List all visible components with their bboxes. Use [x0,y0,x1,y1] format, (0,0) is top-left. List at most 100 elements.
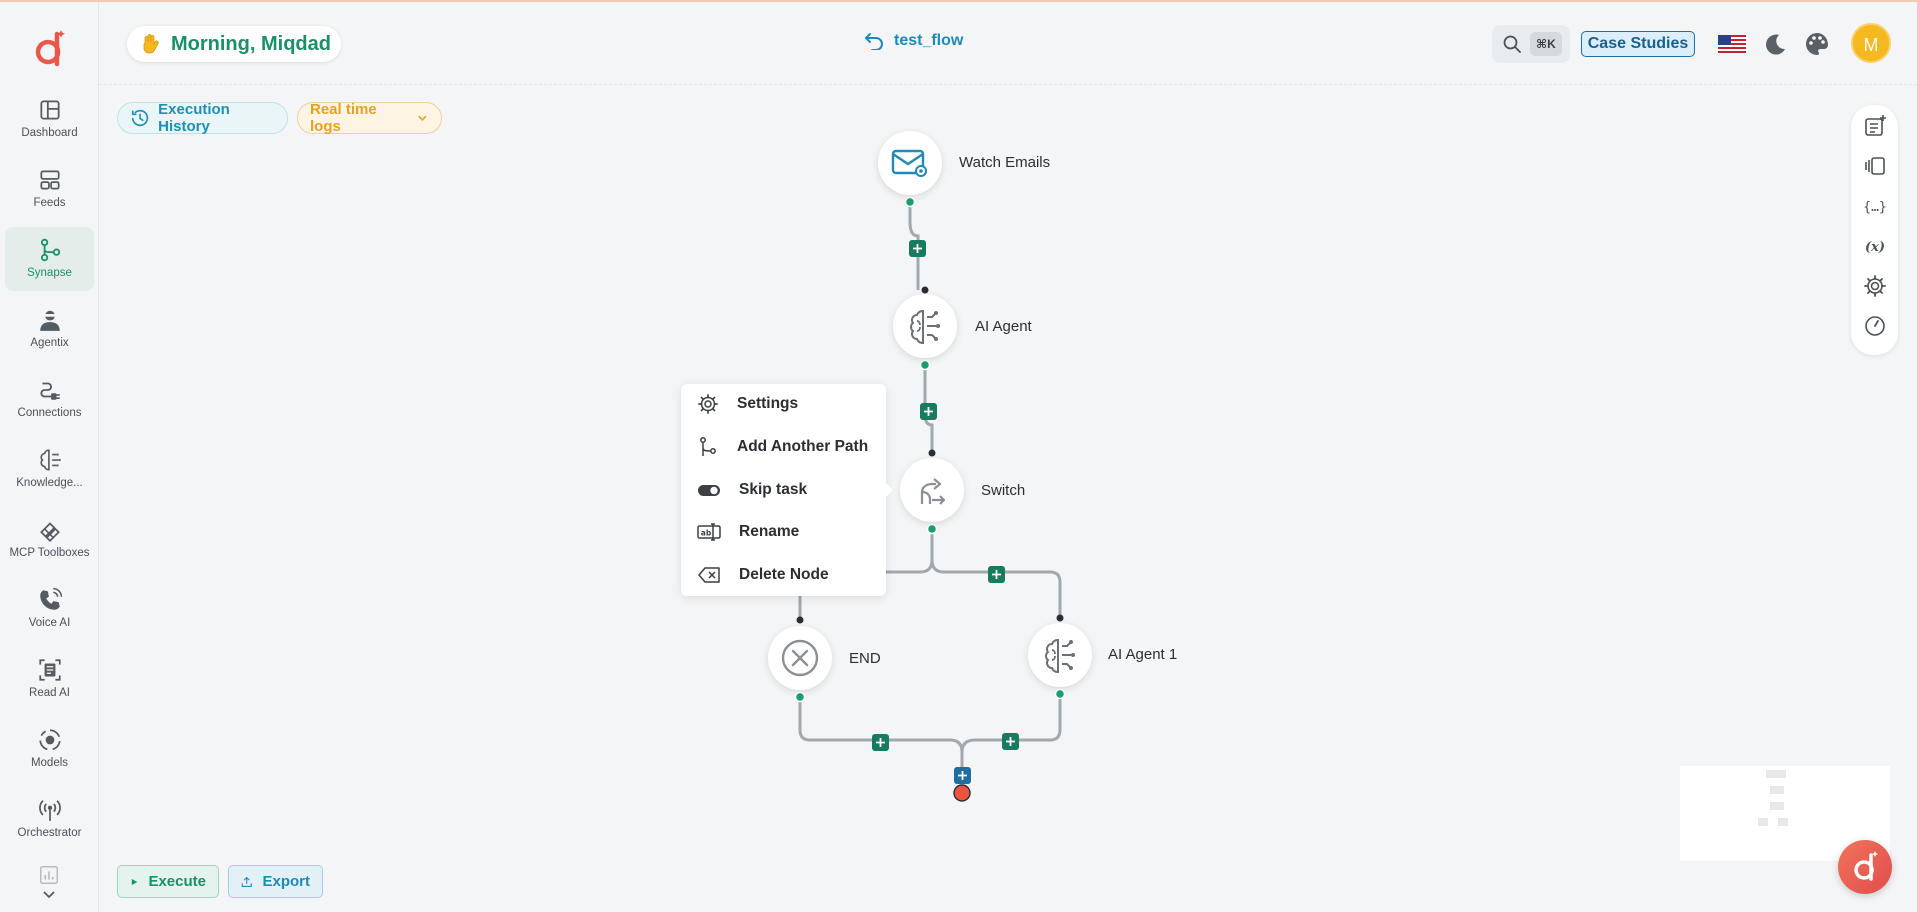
export-label: Export [262,873,310,890]
assistant-fab-button[interactable] [1838,840,1892,894]
search-button[interactable]: ⌘K [1492,25,1570,63]
node-ai-agent-1[interactable] [1028,623,1092,687]
add-step-button[interactable] [909,240,926,257]
gauge-icon[interactable] [1862,313,1888,339]
node-end[interactable] [768,626,832,690]
brain-icon [39,449,61,471]
export-button[interactable]: Export [228,865,323,898]
shortcut-key: ⌘K [1530,32,1562,56]
dashboard-icon [39,100,60,120]
node-label: AI Agent [975,318,1032,335]
minimap-node [1766,770,1786,778]
menu-item-label: Delete Node [739,566,829,583]
broadcast-icon [38,800,61,821]
sidebar-item-models[interactable]: Models [5,717,94,781]
gear-icon [698,394,718,414]
execution-history-button[interactable]: Execution History [117,101,288,135]
context-menu-pointer [885,482,893,498]
avatar[interactable]: M [1851,23,1891,63]
gear-icon[interactable] [1862,273,1888,299]
toggle-icon [698,485,720,496]
sidebar-item-mcp-toolboxes[interactable]: MCP Toolboxes [5,507,94,571]
app-logo[interactable] [30,28,66,68]
flow-title-text: test_flow [894,32,964,49]
document-scan-icon [38,659,61,681]
minimap-node [1770,802,1784,810]
menu-item-label: Add Another Path [737,438,869,455]
upload-icon [241,876,252,887]
variables-icon[interactable]: (x) [1862,233,1888,259]
us-flag-icon[interactable] [1718,30,1746,58]
flow-title[interactable]: test_flow [864,32,963,50]
case-studies-button[interactable]: Case Studies [1581,31,1695,57]
analytics-icon[interactable] [38,864,60,886]
chevron-down-icon[interactable] [41,889,57,901]
realtime-logs-dropdown[interactable]: Real time logs [297,101,442,135]
node-label: Switch [981,482,1026,499]
sidebar-item-orchestrator[interactable]: Orchestrator [5,787,94,851]
end-marker-dot [953,784,971,802]
sidebar-item-dashboard[interactable]: Dashboard [5,87,94,151]
undo-arrow-icon[interactable] [864,32,884,50]
sidebar-item-knowledge[interactable]: Knowledge... [5,437,94,501]
branch-arrows-icon [920,478,946,505]
greeting-badge: Morning, Miqdad [127,26,341,62]
notes-add-icon[interactable] [1862,113,1888,139]
sidebar-item-feeds[interactable]: Feeds [5,157,94,221]
node-switch[interactable] [900,458,964,522]
sidebar-item-connections[interactable]: Connections [5,367,94,431]
agent-icon [39,310,60,331]
backspace-delete-icon [698,567,720,583]
execute-label: Execute [148,873,206,890]
menu-item-rename[interactable]: ab Rename [697,518,877,546]
node-watch-emails[interactable] [878,131,942,195]
menu-item-settings[interactable]: Settings [697,390,877,418]
json-braces-icon[interactable]: {…} [1862,193,1888,219]
add-step-button[interactable] [954,767,971,784]
menu-item-label: Settings [737,395,799,412]
minimap-node [1758,818,1768,826]
plug-icon [39,382,60,400]
add-step-button[interactable] [1002,733,1019,750]
right-toolbar: {…} (x) [1851,105,1898,355]
minimap-node [1778,818,1788,826]
chevron-down-icon [418,115,427,121]
phone-icon [39,587,62,610]
brain-icon [1045,639,1075,673]
email-watch-icon [891,149,927,177]
play-icon [131,878,138,885]
svg-text:ab: ab [701,529,712,538]
palette-icon[interactable] [1803,30,1831,58]
history-icon [131,109,149,127]
moon-icon[interactable] [1761,30,1789,58]
sidebar-item-read-ai[interactable]: Read AI [5,647,94,711]
sidebar-item-agentix[interactable]: Agentix [5,297,94,361]
close-circle-icon [781,639,819,677]
node-label: Watch Emails [959,154,1051,171]
menu-item-add-path[interactable]: Add Another Path [697,433,877,461]
svg-text:{…}: {…} [1863,200,1886,215]
branch-add-icon [700,437,716,456]
synapse-icon [40,238,60,262]
header-divider [99,84,1917,85]
menu-item-label: Skip task [739,481,808,498]
sidebar-item-voice-ai[interactable]: Voice AI [5,577,94,641]
execute-button[interactable]: Execute [117,865,219,898]
feeds-icon [39,170,60,190]
minimap-node [1770,786,1784,794]
brain-icon [910,310,940,344]
add-step-button[interactable] [920,403,937,420]
sidebar-item-synapse[interactable]: Synapse [5,227,94,291]
execution-history-label: Execution History [158,101,230,135]
add-step-button[interactable] [988,566,1005,583]
panel-toggle-icon[interactable] [1862,153,1888,179]
greeting-text: Morning, Miqdad [171,32,331,55]
app-logo-icon [1854,851,1878,881]
menu-item-delete-node[interactable]: Delete Node [697,561,877,589]
add-step-button[interactable] [872,734,889,751]
menu-item-skip-task[interactable]: Skip task [697,476,877,504]
models-icon [38,729,61,751]
node-ai-agent[interactable] [893,294,957,358]
search-icon [1503,35,1521,53]
